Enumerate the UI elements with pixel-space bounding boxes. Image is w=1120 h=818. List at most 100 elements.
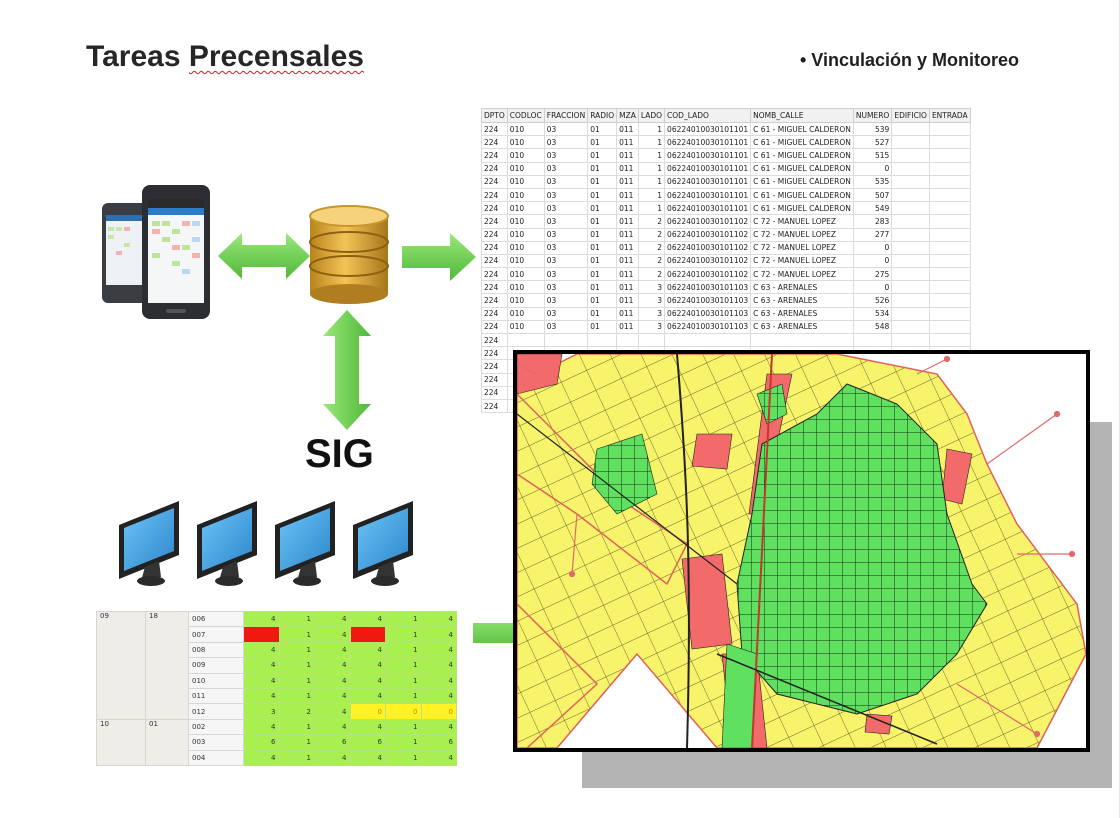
block-code: 008 (188, 641, 244, 659)
table-cell: 03 (543, 240, 589, 255)
table-cell: 224 (481, 346, 508, 361)
column-header[interactable]: NUMERO (852, 108, 893, 123)
status-cell: 1 (385, 657, 422, 674)
block-code: 003 (188, 734, 244, 751)
column-header[interactable]: NOMB_CALLE (750, 108, 854, 123)
table-cell: 224 (481, 372, 508, 387)
table-cell: 3 (637, 306, 666, 321)
status-cell: 6 (243, 734, 280, 751)
table-cell: 03 (543, 148, 589, 163)
table-cell (891, 332, 930, 348)
vertical-double-arrow-icon (323, 310, 371, 430)
column-header[interactable]: EDIFICIO (891, 108, 930, 123)
monitor-icon (275, 501, 335, 586)
status-cell: 4 (314, 610, 351, 628)
monitor-icon (119, 501, 179, 586)
table-cell (891, 214, 930, 229)
table-cell: 011 (616, 214, 639, 229)
table-cell: 03 (543, 201, 589, 216)
table-cell: 03 (543, 253, 589, 269)
table-cell (543, 332, 589, 348)
status-cell: 0 (420, 703, 457, 720)
table-cell: 010 (506, 174, 545, 189)
table-cell: 011 (616, 293, 639, 308)
table-cell: 03 (543, 174, 589, 189)
table-cell: 224 (481, 398, 508, 414)
column-header[interactable]: DPTO (481, 108, 508, 123)
mobile-devices-icon (102, 185, 210, 319)
table-cell (928, 267, 971, 282)
column-header[interactable]: RADIO (587, 108, 618, 123)
table-cell: 011 (616, 187, 639, 203)
table-cell: 224 (481, 240, 508, 255)
column-header[interactable]: COD_LADO (664, 108, 752, 123)
table-cell: C 63 - ARENALES (750, 306, 854, 321)
table-cell: 534 (852, 306, 893, 321)
column-header[interactable]: LADO (637, 108, 666, 123)
table-cell: 224 (481, 201, 508, 216)
monitor-icon (197, 501, 257, 586)
table-cell: C 72 - MANUEL LOPEZ (750, 214, 854, 229)
column-header[interactable]: MZA (616, 108, 639, 123)
table-cell (928, 187, 971, 203)
gis-map[interactable] (513, 350, 1090, 752)
table-cell: 01 (587, 267, 618, 282)
table-cell: 03 (543, 121, 589, 137)
table-cell: 06224010030101101 (664, 135, 752, 150)
status-cell: 3 (243, 703, 280, 720)
status-cell: 4 (243, 641, 280, 659)
table-cell: 224 (481, 227, 508, 242)
table-cell: 515 (852, 148, 893, 163)
column-header[interactable]: FRACCION (543, 108, 589, 123)
table-cell: 01 (587, 121, 618, 137)
table-cell (891, 306, 930, 321)
status-cell: 1 (278, 626, 315, 643)
column-header[interactable]: ENTRADA (928, 108, 971, 123)
status-cell: 1 (278, 687, 315, 705)
table-cell: 010 (506, 280, 545, 295)
table-cell: 06224010030101102 (664, 214, 752, 229)
table-cell: 03 (543, 227, 589, 242)
column-header[interactable]: CODLOC (506, 108, 545, 123)
status-cell: 4 (314, 641, 351, 659)
map-canvas (517, 354, 1086, 748)
status-cell: 4 (314, 672, 351, 689)
status-cell: 1 (278, 641, 315, 659)
table-cell (928, 332, 971, 348)
table-cell: 010 (506, 306, 545, 321)
table-cell (891, 148, 930, 163)
table-cell: 0 (852, 253, 893, 269)
table-cell: 01 (587, 253, 618, 269)
table-row[interactable]: 224 (481, 332, 971, 348)
status-cell: 4 (314, 626, 351, 643)
status-cell: 6 (349, 734, 386, 751)
table-cell: 011 (616, 240, 639, 255)
monitors-group (119, 501, 413, 586)
table-cell (891, 201, 930, 216)
block-code: 009 (188, 657, 244, 674)
fraction-label: 10 (96, 718, 146, 766)
table-cell: C 72 - MANUEL LOPEZ (750, 227, 854, 242)
table-cell: 01 (587, 293, 618, 308)
table-cell (928, 135, 971, 150)
table-cell: C 61 - MIGUEL CALDERON (750, 174, 854, 189)
table-cell: 507 (852, 187, 893, 203)
